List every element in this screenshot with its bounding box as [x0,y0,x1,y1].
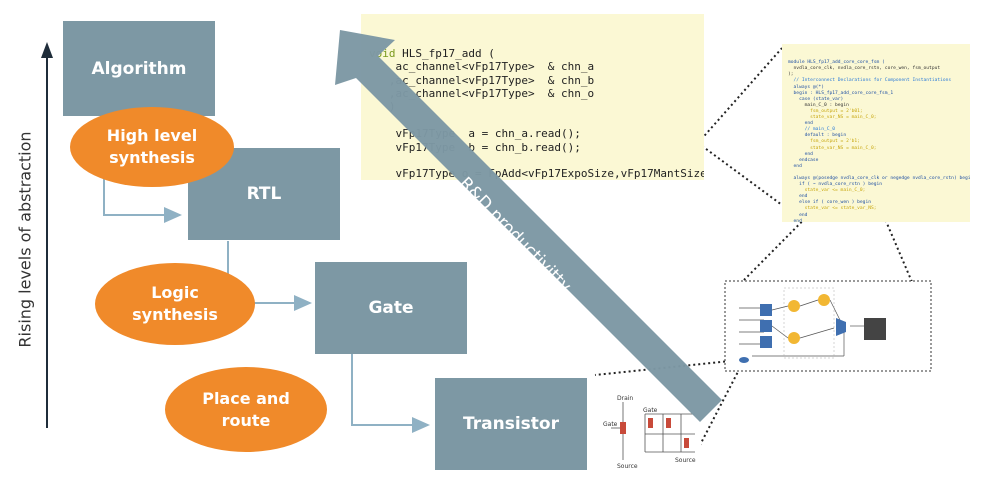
rtl-code-line: nvdla_core_clk, nvdla_core_rstn, core_we… [788,66,941,72]
gate-register-1 [760,304,772,316]
rtl-code-line: else if ( core_wen ) begin [788,200,871,206]
rtl-code-line: end [788,212,808,218]
rtl-code-line: begin : HLS_fp17_add_core_core_fsm_1 [788,90,894,96]
rtl-code-line: state_var_NS = main_C_0; [788,145,877,151]
level-rtl-label: RTL [246,184,282,204]
gate-port [739,357,749,363]
level-gate-box: Gate [315,262,467,354]
hls-code-line: vFp17Type o = FpAdd<vFp17ExpoSize,vFp17M… [395,167,704,180]
rtl-code-line: state_var <= state_var_NS; [788,206,877,212]
step-place-and-route: Place and route [165,367,327,452]
transistor-main [620,422,626,434]
step-pr-line1: Place and [202,388,290,408]
step-hls-line1: High level [106,126,198,145]
schematic-gate-label-left: Gate [603,421,618,428]
step-high-level-synthesis: High level synthesis [70,107,234,187]
rtl-code-line: state_var_NS = main_C_0; [788,115,877,121]
rtl-code-line: end [788,151,813,157]
schematic-source-label-right: Source [675,457,696,464]
gate-register-2 [760,320,772,332]
rtl-code-line: // main_C_0 [788,127,836,133]
rtl-code-line: state_var <= main_C_0; [788,188,866,194]
gate-schematic-panel [724,280,932,372]
rtl-code-line: endcase [788,157,819,163]
step-logic-line1: Logic [151,283,199,302]
level-algorithm-label: Algorithm [91,58,187,79]
step-pr-line2: route [221,410,271,430]
abstraction-axis-arrowhead [41,42,53,58]
step-logic-synthesis: Logic synthesis [95,263,255,345]
rtl-code-line: main_C_0 : begin [788,102,849,108]
rtl-code-line: fsm_output = 2'b01; [788,108,863,114]
rtl-code-lines: module HLS_fp17_add_core_core_fsm ( nvdl… [788,60,970,222]
gate-adder-1 [788,300,800,312]
rtl-code-line: end [788,163,802,169]
hls-code-line: ,ac_channel<vFp17Type> & chn_b [369,73,595,87]
schematic-gate-label-right: Gate [643,407,658,414]
transistor-cell-1 [648,418,653,428]
step-logic-line2: synthesis [132,305,218,324]
level-gate-label: Gate [368,298,414,318]
rtl-code-line: case (state_var) [788,96,844,102]
hls-code-line: ac_channel<vFp17Type> & chn_a [369,60,595,74]
rtl-code-line: default : begin [788,133,847,139]
gate-mux [836,318,846,336]
gate-to-transistor-connector [351,354,430,433]
hls-code-line: ,ac_channel<vFp17Type> & chn_o [369,87,595,101]
gate-output-block [864,318,886,340]
rtl-code-line: end [788,121,813,127]
rtl-code-line: if ( ~ nvdla_core_rstn ) begin [788,182,883,188]
transistor-cell-2 [666,418,671,428]
step-hls-line2: synthesis [109,148,195,167]
zoom-line-gate-to-transistor-bottom [699,363,743,446]
schematic-source-label-left: Source [617,463,638,470]
rtl-code-line: // Interconnect Declarations for Compone… [788,78,952,84]
rtl-code-line: always @(posedge nvdla_core_clk or neged… [788,175,970,181]
gate-comparator [818,294,830,306]
schematic-drain-label: Drain [617,395,633,402]
level-transistor-label: Transistor [463,414,559,434]
rtl-code-line: always @(*) [788,84,824,90]
rtl-code-line: ); [788,72,794,78]
level-transistor-box: Transistor [435,378,587,470]
rtl-code-line: end [788,194,808,200]
zoom-line-code-to-rtl-top [697,47,783,144]
level-algorithm-box: Algorithm [63,21,215,116]
rtl-code-panel: module HLS_fp17_add_core_core_fsm ( nvdl… [782,44,970,222]
rtl-code-line: module HLS_fp17_add_core_core_fsm ( [788,60,885,66]
gate-register-3 [760,336,772,348]
rtl-code-line: fsm_output = 2'b1; [788,139,860,145]
zoom-line-gate-to-transistor-top [594,359,741,376]
gate-adder-2 [788,332,800,344]
rtl-code-line: end [788,218,802,222]
transistor-cell-3 [684,438,689,448]
